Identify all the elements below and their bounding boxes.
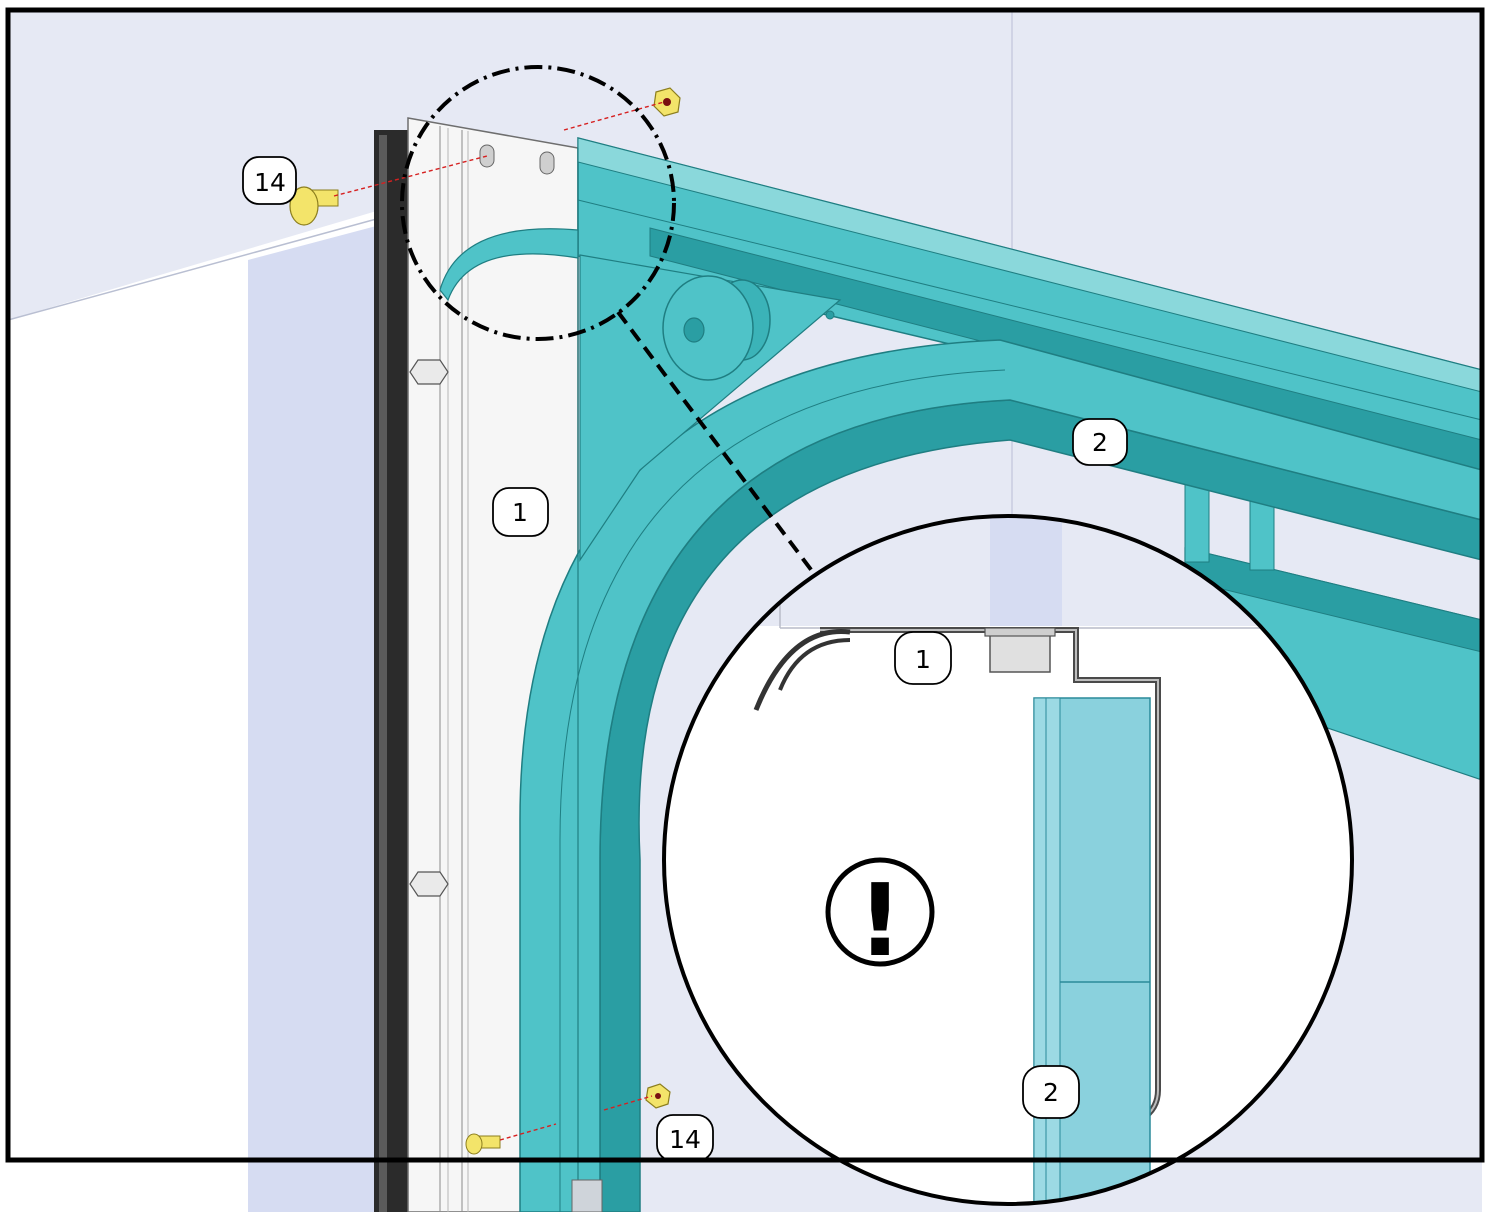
diagram-frame	[5, 7, 1485, 1163]
callout-part-1-detail-label: 1	[915, 645, 931, 674]
callout-part-2-main-label: 2	[1092, 428, 1108, 457]
pulley-wheel	[662, 275, 835, 381]
bolt-top	[289, 186, 339, 226]
callout-part-2-detail-label: 2	[1043, 1078, 1059, 1107]
callout-fastener-bottom-label: 14	[669, 1125, 701, 1154]
curved-track	[439, 148, 1482, 1212]
assembly-leader-lines	[333, 101, 665, 1141]
nut-top	[653, 87, 681, 117]
callout-fastener-top-label: 14	[254, 168, 286, 197]
callout-part-1-detail: 1	[894, 631, 952, 685]
warning-symbol: !	[857, 862, 903, 979]
callout-fastener-top: 14	[242, 156, 297, 205]
wall-side-panel	[248, 225, 380, 1212]
horizontal-track	[577, 137, 1482, 781]
callout-part-2-main: 2	[1072, 418, 1128, 466]
detail-view	[662, 514, 1354, 1206]
callout-fastener-bottom: 14	[656, 1114, 714, 1162]
nut-bottom	[645, 1083, 671, 1109]
callout-part-2-detail: 2	[1022, 1065, 1080, 1119]
callout-part-1-main-label: 1	[512, 498, 528, 527]
detail-connector-line	[616, 310, 817, 577]
warning-icon: !	[825, 857, 935, 979]
callout-part-1-main: 1	[492, 487, 549, 537]
bolt-bottom	[465, 1133, 501, 1155]
detail-indicator-circle	[400, 65, 676, 341]
